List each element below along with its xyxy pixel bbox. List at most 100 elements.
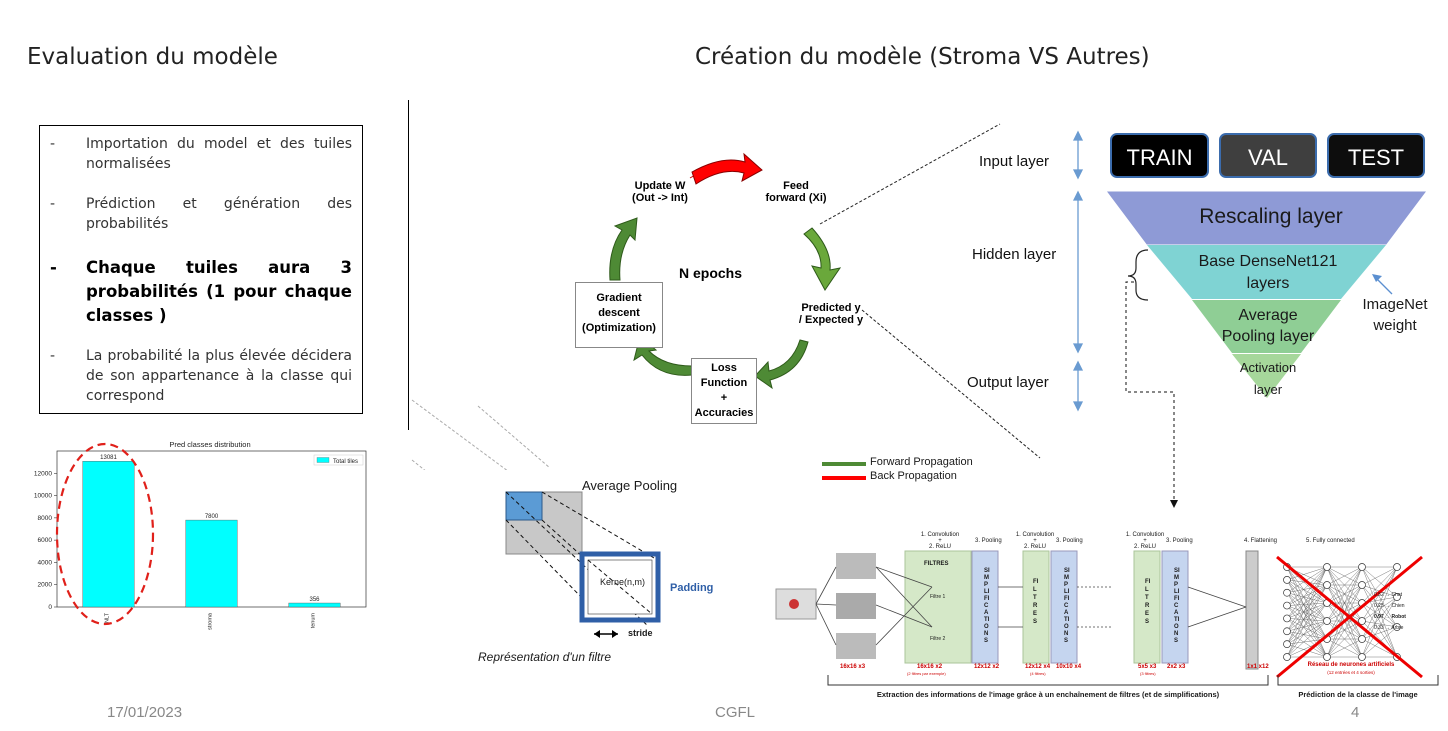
bullet-2: -Prédiction et génération des probabilit… [50,196,352,232]
input-layer-label: Input layer [979,153,1050,170]
bar-nlt [82,461,135,608]
nn-edge [1286,566,1328,593]
filtres-vertical-1: FILTRES [1033,579,1039,625]
nn-node [1283,627,1291,636]
simplifications-3: SIMPLIFICATIONS [1174,568,1180,644]
bar-value-label: 356 [309,597,320,603]
nn-edge [1286,605,1328,640]
guide-lines [411,123,1084,470]
size-note-2: (4 filtres) [1030,671,1046,676]
nn-edge [1286,584,1328,658]
nn-edge [1286,592,1328,604]
cnn-step-1: 1. Convolution + 2. ReLU [920,532,960,550]
nn-edge [1361,596,1398,622]
stride-label: stride [628,628,653,638]
nn-edge [1286,605,1328,622]
nn-output-1: 0.52 → Chat [1374,592,1403,598]
nn-edge [1326,566,1363,640]
footer-center: CGFL [715,704,756,721]
filtres-label: FILTRES [924,561,949,567]
cycle-predicted: Predicted y / Expected y [798,302,864,326]
extraction-caption: Extraction des informations de l'image g… [876,690,1220,699]
flatten-column [1245,550,1259,670]
nn-node [1283,588,1291,597]
input-channels [836,553,876,659]
network-caption: Réseau de neurones artificiels [1307,662,1395,668]
nn-node [1358,563,1366,571]
training-cycle [609,152,842,390]
simplifications-2: SIMPLIFICATIONS [1064,568,1070,644]
nn-output-4: 0.33 → Arbre [1374,625,1404,631]
filtre1-label: Filtre 1 [930,594,946,600]
nn-node [1323,581,1331,589]
nn-edge [1286,584,1328,619]
val-chip: VAL [1219,133,1317,178]
nn-node [1358,653,1366,661]
rescaling-layer [1107,191,1426,245]
nn-edge [1286,566,1328,619]
size-3: 12x12 x2 [974,664,1000,670]
activation-label: Activation layer [1239,360,1297,397]
pooling-label: Average Pooling layer [1221,307,1315,345]
pool-block-2 [1050,550,1078,664]
size-4: 12x12 x4 [1025,664,1051,670]
nn-edge [1326,566,1363,586]
nn-edge [1286,631,1328,658]
nn-node [1283,653,1291,661]
nn-edge [1286,566,1328,604]
y-tick-label: 12000 [34,470,52,477]
back-propagation-arrow [691,152,763,185]
densenet-label: Base DenseNet121 layers [1198,253,1338,292]
nn-edge [1286,579,1328,640]
nn-edge [1361,566,1398,586]
nn-node [1358,617,1366,625]
pool-block-3 [1161,550,1189,664]
size-8: 1x1 x12 [1247,664,1269,670]
nn-node [1323,617,1331,625]
bullet-1-text: Importation du model et des tuiles norma… [86,136,352,172]
padding-label: Padding [670,582,714,594]
size-note-1: (2 filtres par exemple) [907,671,946,676]
nn-edge [1286,602,1328,645]
nn-edge [1286,566,1328,632]
y-tick-label: 4000 [38,559,53,566]
pred-distribution-chart: Pred classes distribution 02000400060008… [28,436,373,632]
nn-edge [1326,620,1363,658]
layer-arrows [1072,130,1084,412]
y-tick-label: 6000 [38,537,53,544]
bullet-box: -Importation du model et des tuiles norm… [39,125,363,414]
simplifications-1: SIMPLIFICATIONS [984,568,990,644]
bullet-3-text: Chaque tuiles aura 3 probabilités (1 pou… [86,258,352,325]
forward-arrow-bottom-right [754,339,809,390]
nn-output-3: 0.97 → Robot [1374,614,1406,620]
nn-edge [1326,638,1363,658]
nn-edge [1286,602,1328,658]
nn-edge [1286,620,1328,645]
nn-node [1358,581,1366,589]
conv-block-1 [904,550,972,664]
nn-node [1283,601,1291,610]
cnn-step-6: 3. Pooling [1166,538,1193,544]
nn-edge [1286,566,1328,606]
network-sub: (12 entrées et 4 sorties) [1327,670,1375,675]
nn-edge [1286,620,1328,632]
nn-edge [1361,596,1398,658]
y-tick-label: 0 [48,604,52,611]
x-tick-label: stroma [208,612,214,630]
nn-edge [1361,566,1398,628]
bullet-3: -Chaque tuiles aura 3 probabilités (1 po… [50,256,352,328]
cnn-step-7: 4. Flattening [1244,538,1278,544]
bullet-1: -Importation du model et des tuiles norm… [50,136,352,172]
cycle-loss: Loss Function + Accuracies [691,358,757,424]
cnn-step-8: 5. Fully connected [1306,538,1355,544]
conv-block-2 [1022,550,1050,664]
cycle-feed: Feed forward (Xi) [765,180,827,204]
avg-pooling-label: Average Pooling [582,478,678,493]
footer-date: 17/01/2023 [107,704,183,721]
nn-node [1283,614,1291,623]
chart-title: Pred classes distribution [169,440,250,449]
cnn-step-4: 3. Pooling [1056,538,1083,544]
nn-node [1393,593,1401,601]
nn-edge [1286,620,1328,658]
